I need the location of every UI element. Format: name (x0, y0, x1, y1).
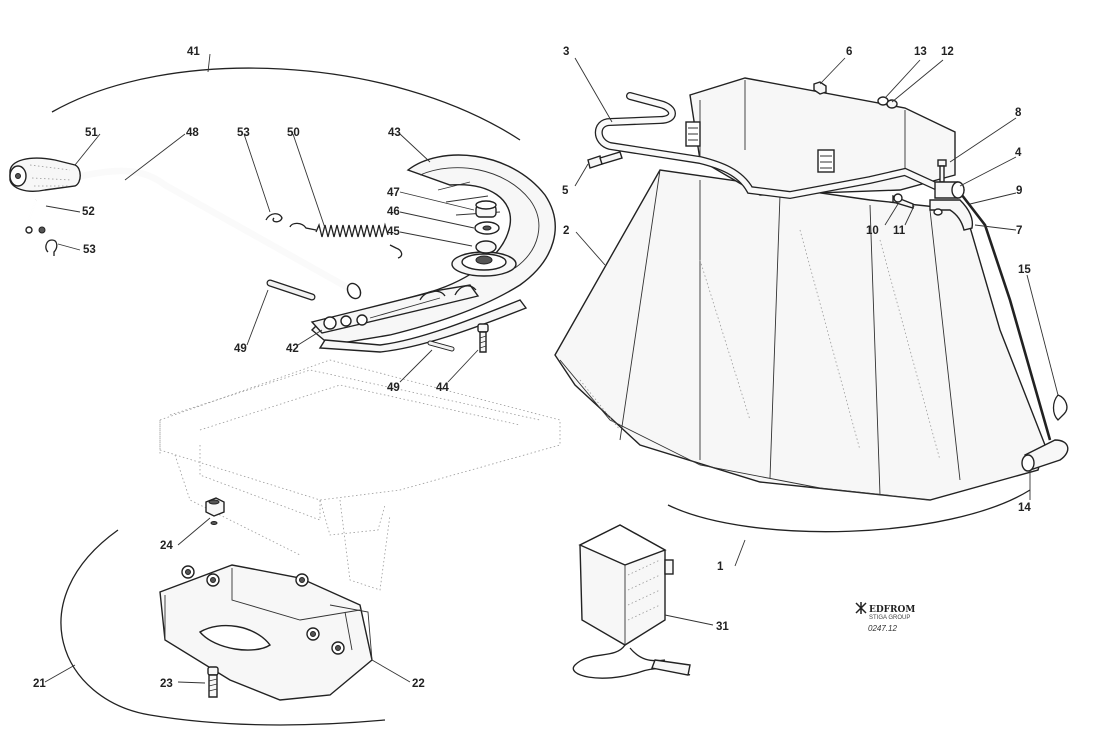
label-22: 22 (412, 678, 425, 690)
label-31: 31 (716, 621, 729, 633)
label-3: 3 (563, 46, 569, 58)
label-5: 5 (562, 185, 569, 197)
hand-grip-51 (9, 157, 81, 192)
group-arc-1 (667, 489, 1031, 533)
drawing-code: 0247.12 (868, 624, 897, 633)
clip-15 (1052, 394, 1068, 421)
label-1: 1 (717, 561, 724, 573)
label-24: 24 (160, 540, 173, 552)
battery-bracket-22 (159, 564, 373, 701)
nut-24 (205, 497, 225, 525)
label-50: 50 (287, 127, 300, 139)
bushing-4 (934, 181, 965, 199)
label-10: 10 (866, 225, 879, 237)
label-46: 46 (387, 206, 400, 218)
label-14: 14 (1018, 502, 1031, 514)
label-12: 12 (941, 46, 954, 58)
clip-53-upper (265, 213, 283, 223)
handle-lever-48 (68, 167, 362, 300)
nut-6 (813, 81, 827, 95)
label-49-lower: 49 (387, 382, 400, 394)
latch-bar-42 (310, 284, 480, 334)
label-15: 15 (1018, 264, 1031, 276)
label-9: 9 (1016, 185, 1022, 197)
mower-body-phantom (159, 359, 561, 591)
bolt-44 (477, 323, 489, 353)
label-43: 43 (388, 127, 401, 139)
screw-5 (587, 151, 623, 169)
label-41: 41 (187, 46, 200, 58)
label-48: 48 (186, 127, 199, 139)
washers-12-13 (877, 96, 898, 109)
cam-plate-43 (310, 154, 556, 353)
brand-logo: EDFROM STIGA GROUP 0247.12 (855, 602, 915, 633)
label-7: 7 (1016, 225, 1022, 237)
bag-handle-3 (594, 92, 944, 200)
pin-49-lower (427, 340, 455, 352)
label-51: 51 (85, 127, 98, 139)
label-52: 52 (82, 206, 95, 218)
screw-8 (937, 159, 947, 183)
label-13: 13 (914, 46, 927, 58)
washer-45-46-47-stack (451, 200, 517, 277)
label-44: 44 (436, 382, 449, 394)
label-42: 42 (286, 343, 299, 355)
hinge-9-7 (929, 199, 974, 231)
label-53-lower: 53 (83, 244, 96, 256)
bag-rod-right (956, 189, 1052, 441)
group-arc-21 (60, 529, 386, 726)
label-8: 8 (1015, 107, 1022, 119)
bolt-23 (207, 666, 219, 698)
group-arc-41 (51, 67, 521, 141)
battery-charger-31 (572, 524, 691, 679)
label-2: 2 (563, 225, 569, 237)
label-49-upper: 49 (234, 343, 247, 355)
label-23: 23 (160, 678, 173, 690)
knob-14 (1021, 439, 1069, 472)
pin-52 (25, 199, 46, 234)
logo-brand-text: EDFROM (869, 605, 915, 615)
label-45: 45 (387, 226, 400, 238)
label-6: 6 (846, 46, 852, 58)
logo-tagline-text: STIGA GROUP (869, 615, 910, 621)
pin-49 (266, 279, 316, 301)
leader-lines (44, 53, 1059, 684)
label-47: 47 (387, 187, 400, 199)
label-53-upper: 53 (237, 127, 250, 139)
label-21: 21 (33, 678, 46, 690)
label-4: 4 (1015, 147, 1022, 159)
label-11: 11 (893, 225, 906, 237)
clip-53 (45, 239, 58, 256)
bolts-10-11 (892, 193, 914, 209)
spring-50 (289, 222, 403, 259)
